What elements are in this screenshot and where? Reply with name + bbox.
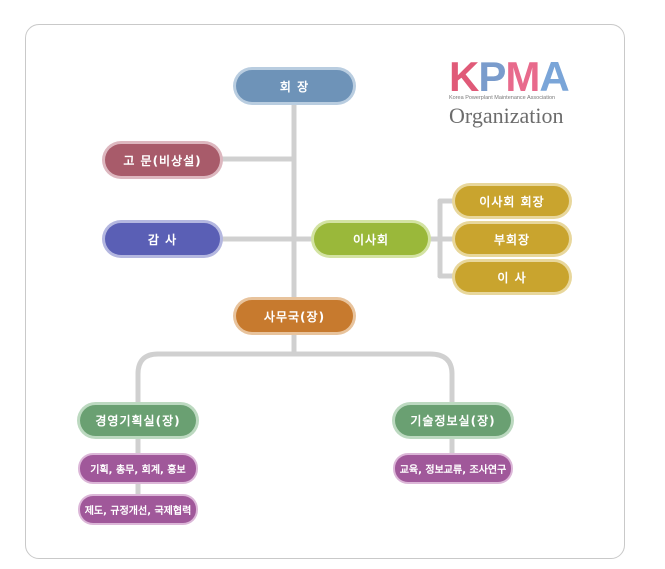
- node-board-chair: 이사회 회장: [455, 186, 569, 216]
- node-management-sub2: 제도, 규정개선, 국제협력: [80, 496, 196, 523]
- node-secretariat: 사무국(장): [236, 300, 353, 332]
- kpma-logo: KPMA Korea Powerplant Maintenance Associ…: [449, 53, 579, 129]
- node-tech: 기술정보실(장): [395, 405, 511, 436]
- organization-heading: Organization: [449, 103, 564, 128]
- node-auditor: 감 사: [105, 223, 220, 255]
- node-director: 이 사: [455, 262, 569, 292]
- departments-connector: [135, 351, 455, 408]
- node-board: 이사회: [314, 223, 428, 255]
- node-president: 회 장: [236, 70, 353, 102]
- kpma-wordmark: KPMA: [449, 53, 570, 100]
- node-management: 경영기획실(장): [80, 405, 196, 436]
- node-vice-chair: 부회장: [455, 224, 569, 254]
- node-management-sub1: 기획, 총무, 회계, 홍보: [80, 455, 196, 482]
- node-advisor: 고 문(비상설): [105, 144, 220, 176]
- kpma-logo-subtitle: Korea Powerplant Maintenance Association: [449, 95, 556, 101]
- node-tech-sub1: 교육, 정보교류, 조사연구: [395, 455, 511, 482]
